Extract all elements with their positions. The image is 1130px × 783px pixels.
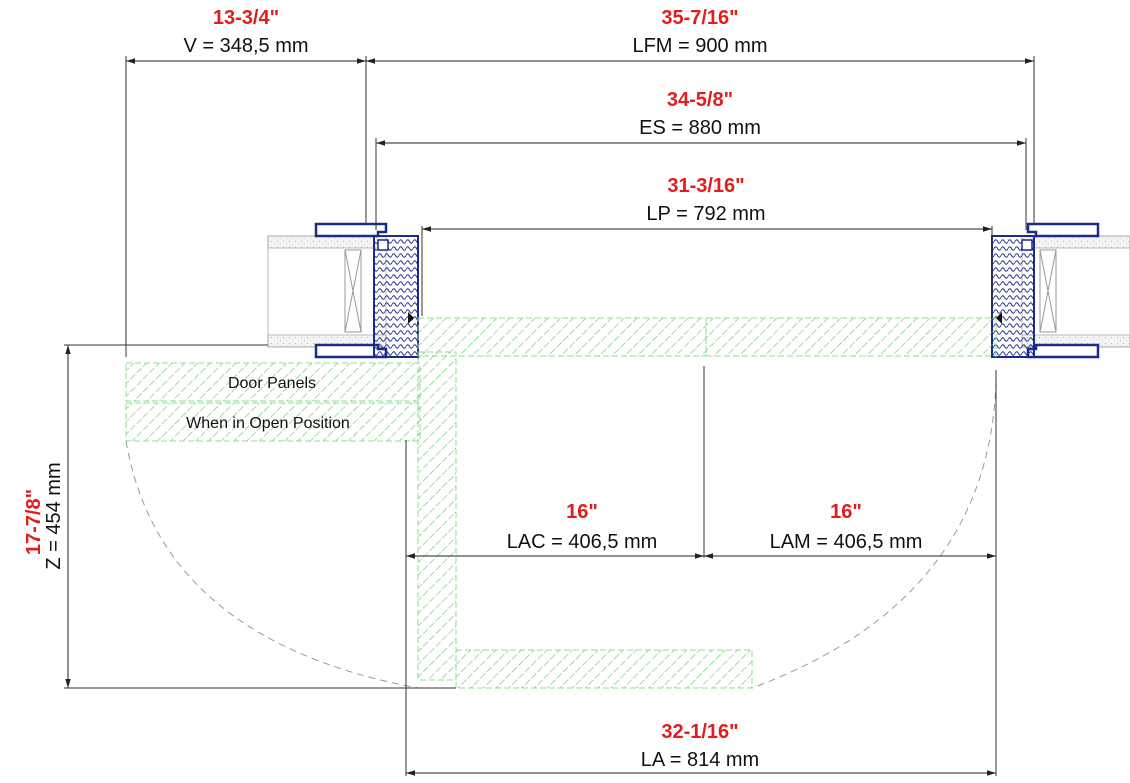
dim-la-metric: LA = 814 mm (641, 749, 759, 771)
dim-lfm-metric: LFM = 900 mm (632, 35, 767, 57)
door-panels-closed (417, 317, 997, 357)
dim-la-imperial: 32-1/16" (661, 721, 738, 743)
dim-lam-imperial: 16" (830, 501, 862, 523)
dim-lp-metric: LP = 792 mm (646, 203, 765, 225)
dim-lp-imperial: 31-3/16" (667, 175, 744, 197)
panel-label-line1: Door Panels (228, 375, 316, 392)
dim-lam-metric: LAM = 406,5 mm (770, 531, 923, 553)
door-panels-open-left (125, 351, 753, 689)
left-wall (267, 235, 387, 348)
right-door-frame (991, 222, 1100, 359)
extension-lines (64, 56, 1035, 776)
left-door-frame (314, 222, 419, 359)
panel-label-line2: When in Open Position (186, 415, 350, 432)
dim-lfm-imperial: 35-7/16" (661, 7, 738, 29)
dim-es-imperial: 34-5/8" (667, 89, 733, 111)
dimension-lines (65, 58, 1034, 776)
dim-es-metric: ES = 880 mm (639, 117, 761, 139)
dim-z-metric: Z = 454 mm (43, 462, 65, 569)
dim-lac-metric: LAC = 406,5 mm (507, 531, 658, 553)
swing-arcs (125, 379, 997, 689)
right-wall (1021, 235, 1130, 348)
dim-lac-imperial: 16" (566, 501, 598, 523)
dim-v-imperial: 13-3/4" (213, 7, 279, 29)
dim-v-metric: V = 348,5 mm (183, 35, 308, 57)
dim-z-imperial: 17-7/8" (23, 489, 45, 555)
